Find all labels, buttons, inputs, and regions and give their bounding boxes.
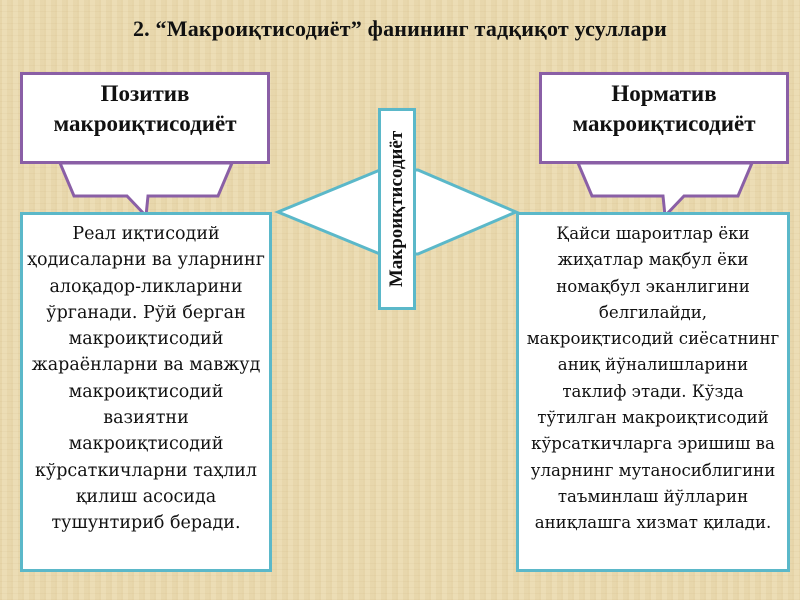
normative-heading-line2: макроиқтисодиёт bbox=[572, 111, 756, 136]
normative-description-line: таклиф этади. Кўзда bbox=[562, 381, 744, 401]
positive-description-line: ўрганади. Рўй берган bbox=[46, 302, 246, 323]
center-label-box: Макроиқтисодиёт bbox=[378, 108, 416, 310]
normative-description-line: макроиқтисодий сиёсатнинг bbox=[526, 329, 780, 349]
normative-heading-box: Норматив макроиқтисодиёт bbox=[539, 72, 789, 164]
normative-description-line: кўрсаткичларга эришиш ва bbox=[531, 434, 775, 454]
normative-description-line: уларнинг мутаносиблигини bbox=[530, 460, 776, 480]
normative-description-line: жиҳатлар мақбул ёки bbox=[557, 250, 749, 270]
positive-description-line: макроиқтисодий bbox=[68, 434, 224, 455]
normative-description-box: Қайси шароитлар ёки жиҳатлар мақбул ёки … bbox=[516, 212, 790, 572]
positive-description-line: тушунтириб беради. bbox=[51, 513, 241, 534]
positive-description-line: жараёнларни ва мавжуд bbox=[31, 355, 261, 376]
positive-description-line: алоқадор-ликларини bbox=[49, 276, 243, 297]
page-title: 2. “Макроиқтисодиёт” фанининг тадқиқот у… bbox=[132, 16, 668, 41]
normative-description-line: тўтилган макроиқтисодий bbox=[537, 408, 769, 428]
normative-heading-line1: Норматив bbox=[611, 81, 717, 106]
positive-description-line: қилиш асосида bbox=[75, 486, 217, 507]
positive-description-line: кўрсаткичларни таҳлил bbox=[34, 460, 258, 481]
positive-description-box: Реал иқтисодий ҳодисаларни ва уларнинг а… bbox=[20, 212, 272, 572]
center-label: Макроиқтисодиёт bbox=[386, 130, 407, 288]
positive-heading-line1: Позитив bbox=[100, 81, 190, 106]
positive-heading-box: Позитив макроиқтисодиёт bbox=[20, 72, 270, 164]
positive-description-line: макроиқтисодий bbox=[68, 381, 224, 402]
right-callout-arrow bbox=[575, 161, 755, 220]
positive-description-line: Реал иқтисодий bbox=[72, 224, 220, 244]
normative-description-line: номақбул эканлигини bbox=[556, 276, 750, 296]
normative-description-line: аниқлашга хизмат қилади. bbox=[534, 513, 772, 533]
positive-description-line: ҳодисаларни ва уларнинг bbox=[27, 250, 265, 271]
normative-description-line: Қайси шароитлар ёки bbox=[556, 224, 750, 243]
positive-heading-line2: макроиқтисодиёт bbox=[53, 111, 237, 136]
positive-description-line: макроиқтисодий bbox=[68, 329, 224, 350]
normative-description-line: таъминлаш йўлларин bbox=[557, 486, 749, 506]
normative-description-line: белгилайди, bbox=[598, 302, 708, 322]
left-callout-arrow bbox=[57, 161, 235, 220]
positive-description-line: вазиятни bbox=[103, 408, 189, 429]
normative-description-line: аниқ йўналишларини bbox=[557, 355, 749, 375]
